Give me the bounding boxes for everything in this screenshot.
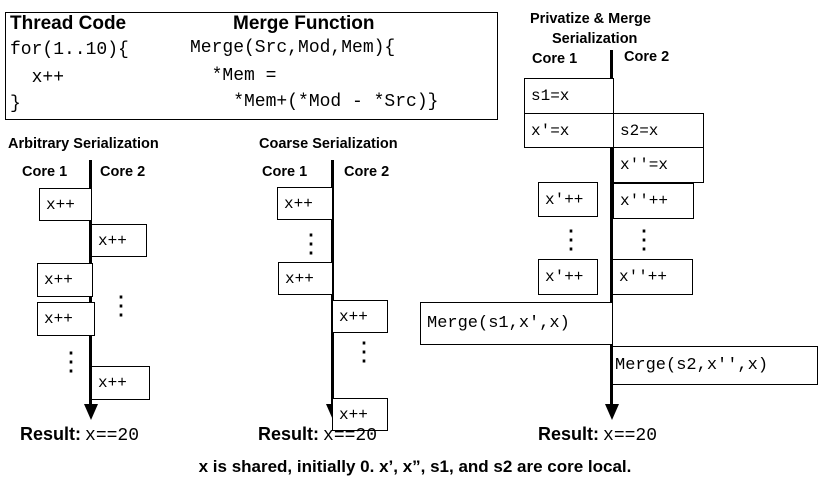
ellipsis: ⋮ <box>631 224 657 254</box>
merge-line: *Mem+(*Mod - *Src)} <box>190 92 439 112</box>
thread-line: x++ <box>10 68 65 88</box>
result-value: x==20 <box>85 426 140 446</box>
result-value: x==20 <box>603 426 658 446</box>
op-box: x++ <box>332 300 388 333</box>
privatize-timeline <box>610 50 613 408</box>
ellipsis: ⋮ <box>351 336 377 366</box>
arbitrary-arrow-icon <box>83 404 98 420</box>
op-box-xpp: x′′=x <box>613 147 704 183</box>
arbitrary-core1-label: Core 1 <box>22 164 68 180</box>
result-label: Result: <box>258 424 320 444</box>
op-box-xp-inc: x′++ <box>538 182 598 217</box>
arbitrary-core2-label: Core 2 <box>100 164 146 180</box>
privatize-core1-label: Core 1 <box>532 51 578 67</box>
op-box-xp-inc: x′++ <box>538 259 598 295</box>
footer-caption: x is shared, initially 0. x’, x”, s1, an… <box>198 457 632 476</box>
coarse-core1-label: Core 1 <box>262 164 308 180</box>
op-box: x++ <box>91 224 147 257</box>
ellipsis: ⋮ <box>108 290 134 320</box>
op-box: x++ <box>332 398 388 431</box>
op-box-merge2: Merge(s2,x′′,x) <box>612 346 818 385</box>
thread-line: for(1..10){ <box>10 40 129 60</box>
op-box-xp: x′=x <box>524 113 614 148</box>
merge-function-title: Merge Function <box>233 13 375 34</box>
code-box <box>5 12 498 120</box>
ellipsis: ⋮ <box>298 228 324 258</box>
privatize-title-line2: Serialization <box>552 31 638 47</box>
op-box: x++ <box>37 302 95 336</box>
arbitrary-result: Result: x==20 <box>20 424 139 446</box>
thread-line: } <box>10 94 21 114</box>
result-value: x==20 <box>323 426 378 446</box>
privatize-title-line1: Privatize & Merge <box>530 11 651 27</box>
ellipsis: ⋮ <box>558 224 584 254</box>
coarse-result: Result: x==20 <box>258 424 377 446</box>
privatize-result: Result: x==20 <box>538 424 657 446</box>
op-box-s2: s2=x <box>613 113 704 148</box>
op-box-s1: s1=x <box>524 78 614 114</box>
result-label: Result: <box>538 424 600 444</box>
ellipsis: ⋮ <box>58 346 84 376</box>
op-box: x++ <box>37 263 93 297</box>
thread-code-title: Thread Code <box>10 13 127 34</box>
op-box: x++ <box>91 366 150 400</box>
arbitrary-title: Arbitrary Serialization <box>8 136 159 152</box>
op-box: x++ <box>39 188 92 221</box>
coarse-title: Coarse Serialization <box>259 136 398 152</box>
merge-line: Merge(Src,Mod,Mem){ <box>190 38 396 58</box>
merge-line: *Mem = <box>190 66 277 86</box>
op-box-xpp-inc: x′′++ <box>612 259 693 295</box>
op-box-xpp-inc: x′′++ <box>613 183 694 219</box>
op-box: x++ <box>277 187 333 220</box>
privatize-core2-label: Core 2 <box>624 49 670 65</box>
op-box-merge1: Merge(s1,x′,x) <box>420 302 613 345</box>
coarse-core2-label: Core 2 <box>344 164 390 180</box>
result-label: Result: <box>20 424 82 444</box>
op-box: x++ <box>278 262 333 295</box>
privatize-arrow-icon <box>604 404 619 420</box>
